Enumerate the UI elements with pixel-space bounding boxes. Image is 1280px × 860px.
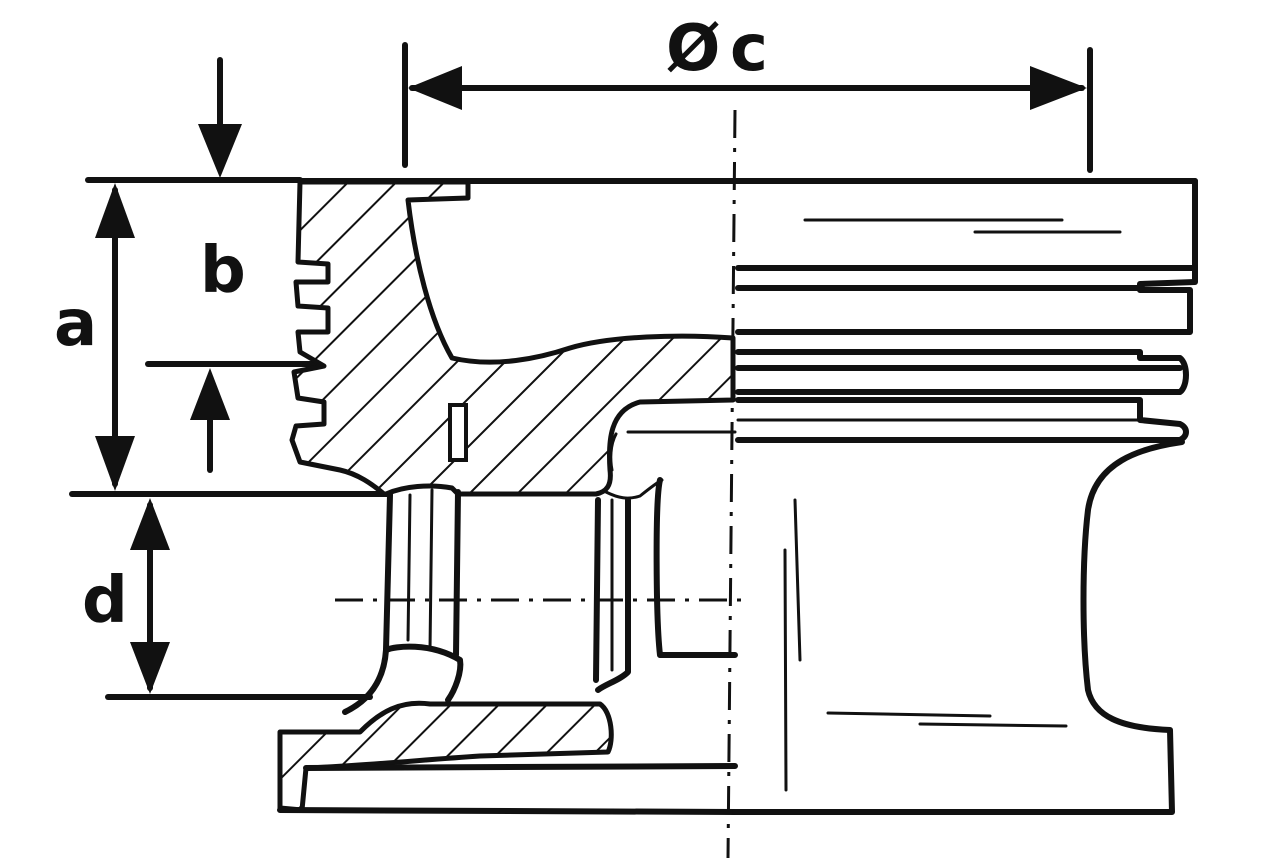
diameter-dimension: Ø c <box>402 12 1093 173</box>
vertical-center-line <box>726 109 737 859</box>
dim-a-label: a <box>54 287 97 361</box>
height-dimensions: a b d <box>54 57 448 700</box>
diameter-symbol-label: Ø <box>666 12 720 86</box>
piston-exterior <box>297 178 1198 815</box>
diameter-label: c <box>730 12 768 86</box>
dim-d-label: d <box>82 564 128 638</box>
dim-b-label: b <box>200 234 246 308</box>
